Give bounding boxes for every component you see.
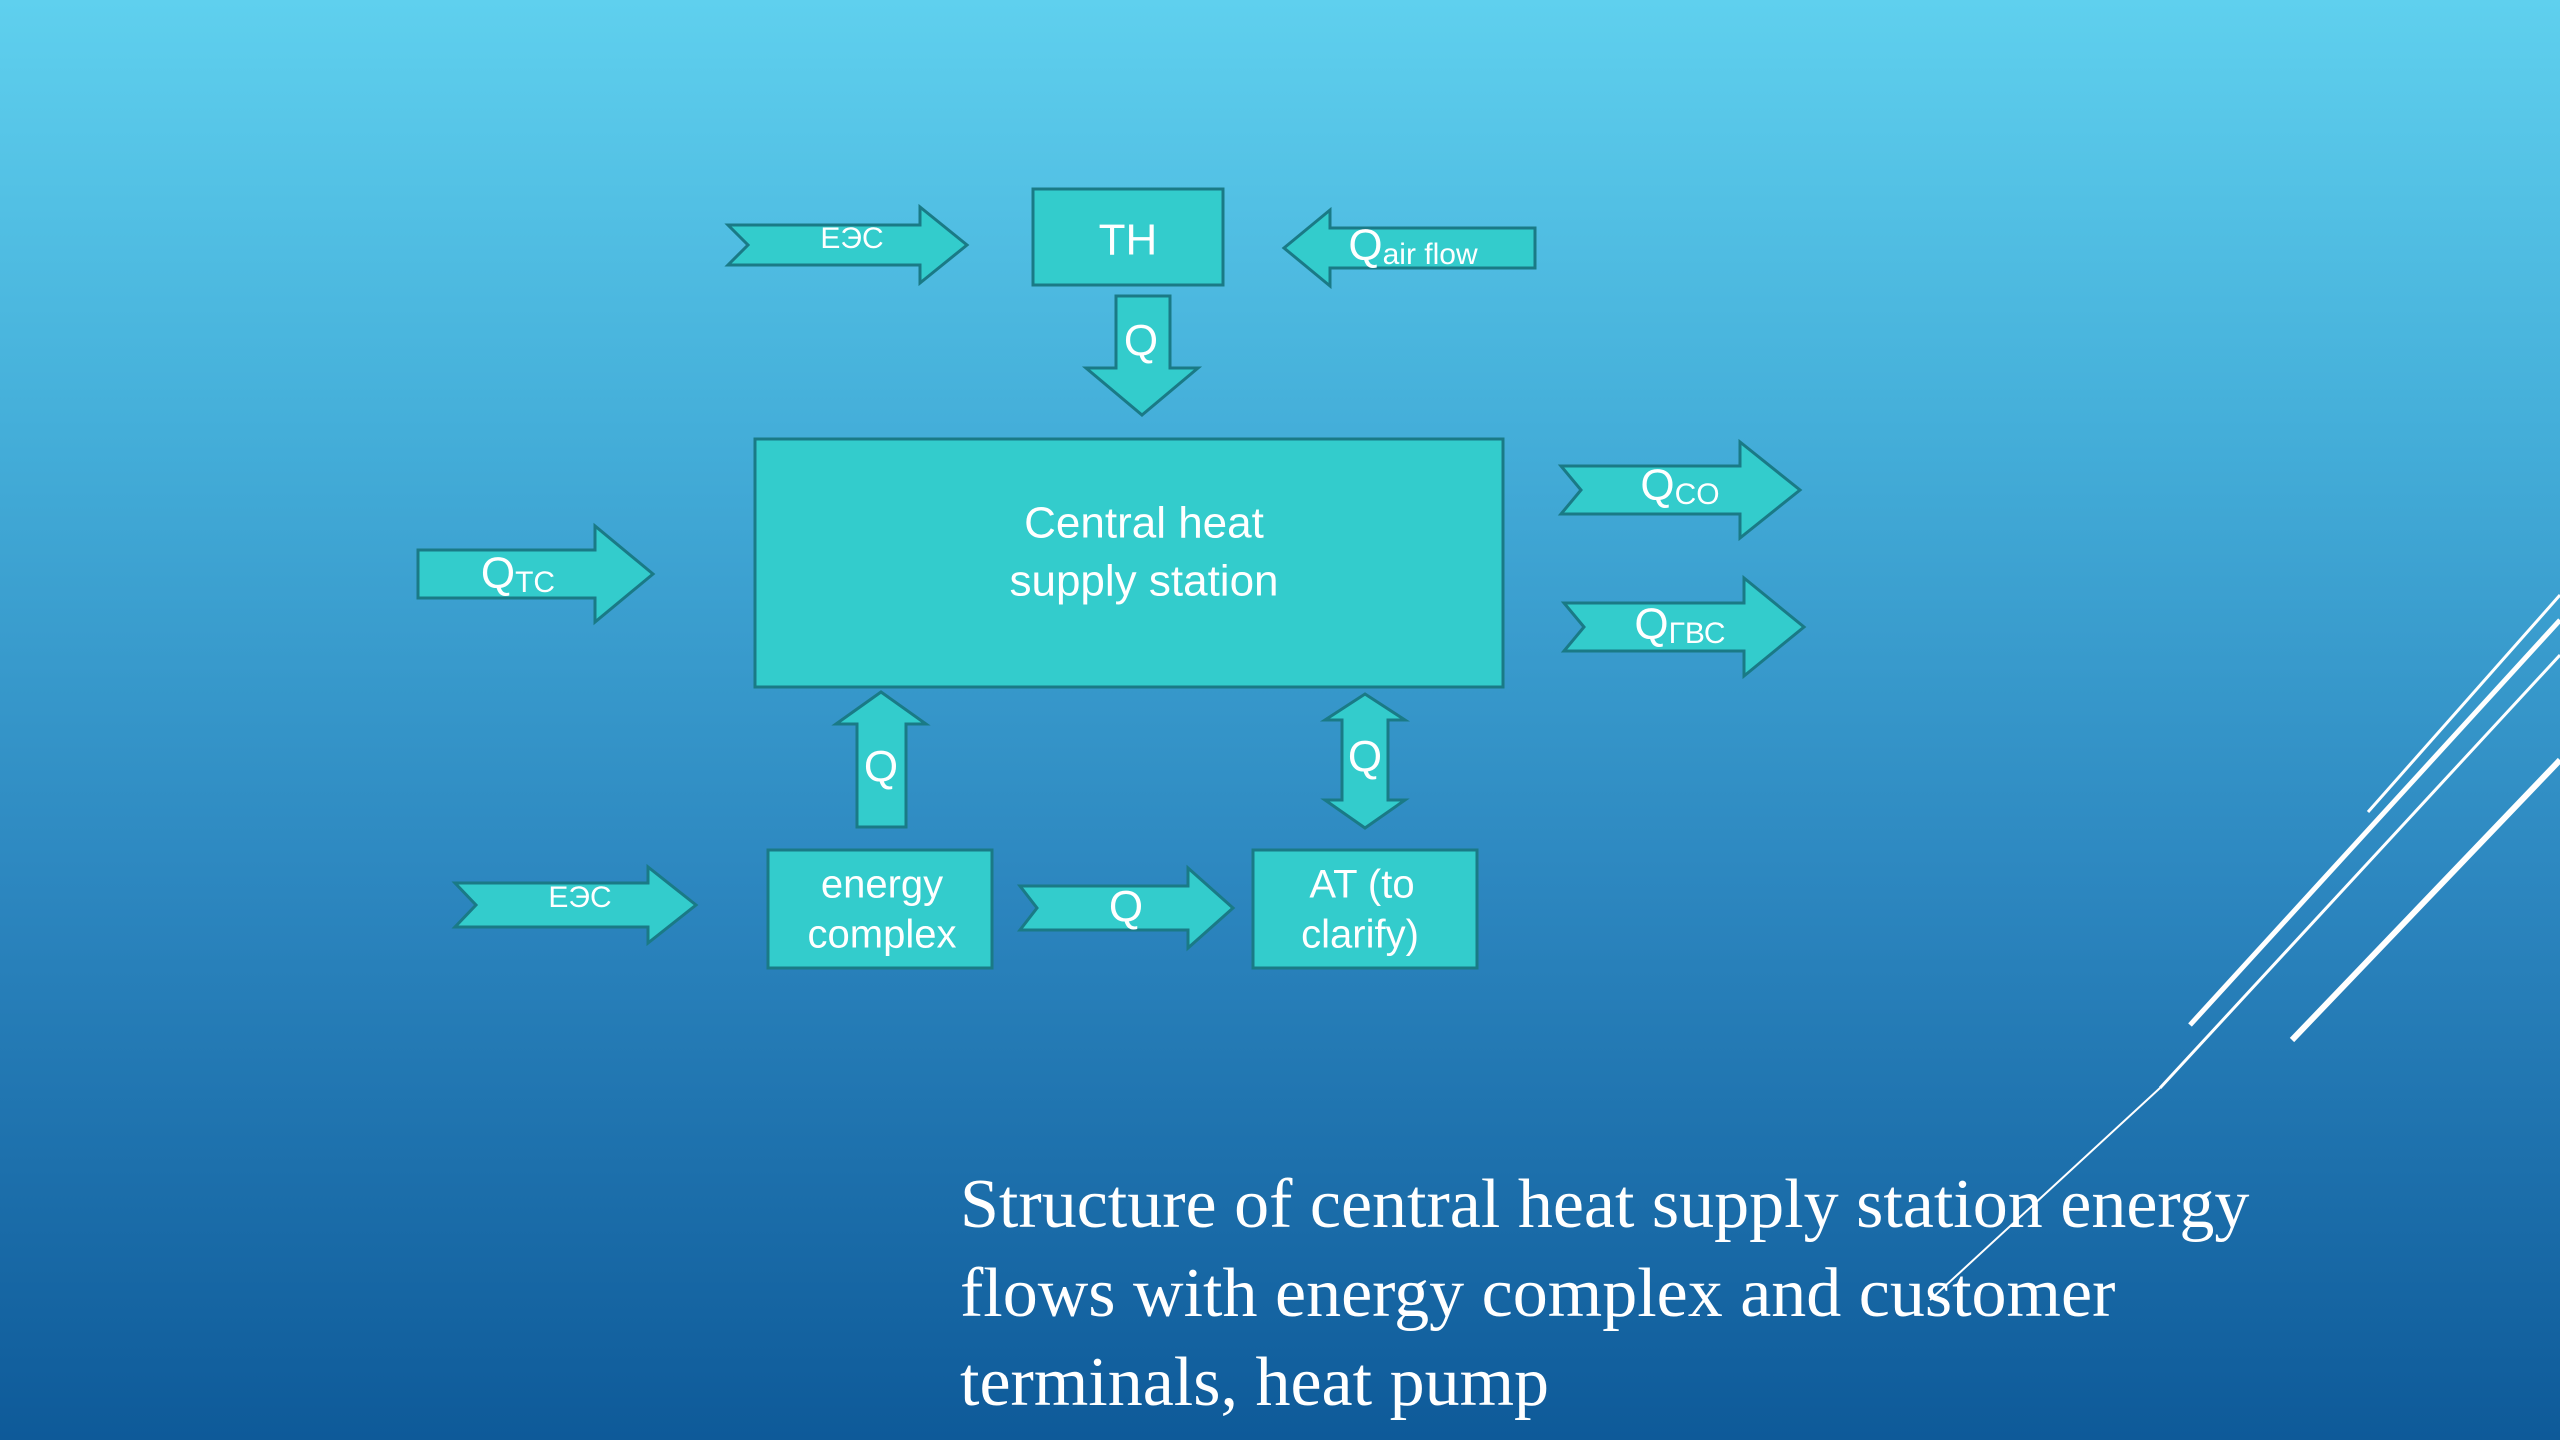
qco-label: QCO	[1640, 461, 1719, 511]
qgvs-arrow: QГВС	[1560, 574, 1807, 680]
ees-bottom-label: ЕЭС	[548, 881, 611, 914]
central-station-node: Central heat supply station	[753, 437, 1505, 689]
at-line2: clarify)	[1301, 913, 1419, 957]
air-flow-base: Q	[1348, 221, 1382, 270]
central-label-line1: Central heat	[1024, 499, 1264, 548]
deco-line-2	[2158, 653, 2560, 1090]
ees-top-label: ЕЭС	[820, 222, 883, 255]
at-line1: AT (to	[1309, 863, 1414, 907]
ees-bottom-arrow: ЕЭС	[451, 863, 699, 947]
at-bidirectional-label: Q	[1348, 733, 1382, 782]
deco-line-4	[2366, 594, 2560, 813]
th-to-central-label: Q	[1124, 317, 1158, 366]
energy-complex-node: energy complex	[766, 848, 994, 970]
qgvs-label: QГВС	[1634, 600, 1725, 650]
energy-complex-line1: energy	[821, 863, 943, 907]
qtc-base: Q	[481, 549, 515, 598]
qtc-label: QTC	[481, 549, 555, 599]
ees-top-arrow: ЕЭС	[724, 203, 970, 287]
qtc-sub: TC	[515, 566, 555, 599]
central-label-line2: supply station	[1009, 557, 1278, 606]
at-bidirectional-arrow: Q	[1319, 692, 1411, 830]
energy-to-central-label: Q	[864, 743, 898, 792]
qtc-arrow: QTC	[416, 522, 656, 626]
qco-arrow: QCO	[1557, 438, 1803, 542]
energy-to-at-label: Q	[1109, 883, 1143, 932]
th-label: TH	[1099, 216, 1158, 265]
air-flow-arrow: Qair flow	[1281, 206, 1537, 290]
at-node: AT (to clarify)	[1251, 848, 1479, 970]
th-node: TH	[1031, 187, 1225, 287]
deco-line-1	[2188, 618, 2560, 1027]
air-flow-sub: air flow	[1383, 238, 1478, 271]
energy-complex-line2: complex	[808, 913, 957, 957]
energy-to-at-arrow: Q	[1016, 864, 1236, 952]
qgvs-base: Q	[1634, 600, 1668, 649]
energy-to-central-arrow: Q	[831, 690, 931, 829]
qco-base: Q	[1640, 461, 1674, 510]
qgvs-sub: ГВС	[1669, 617, 1726, 650]
deco-line-3	[2289, 757, 2560, 1043]
air-flow-label: Qair flow	[1348, 221, 1478, 271]
qco-sub: CO	[1675, 478, 1720, 511]
slide-caption: Structure of central heat supply station…	[960, 1166, 2250, 1421]
deco-line-5	[1929, 1087, 2161, 1301]
th-to-central-arrow: Q	[1081, 294, 1203, 417]
